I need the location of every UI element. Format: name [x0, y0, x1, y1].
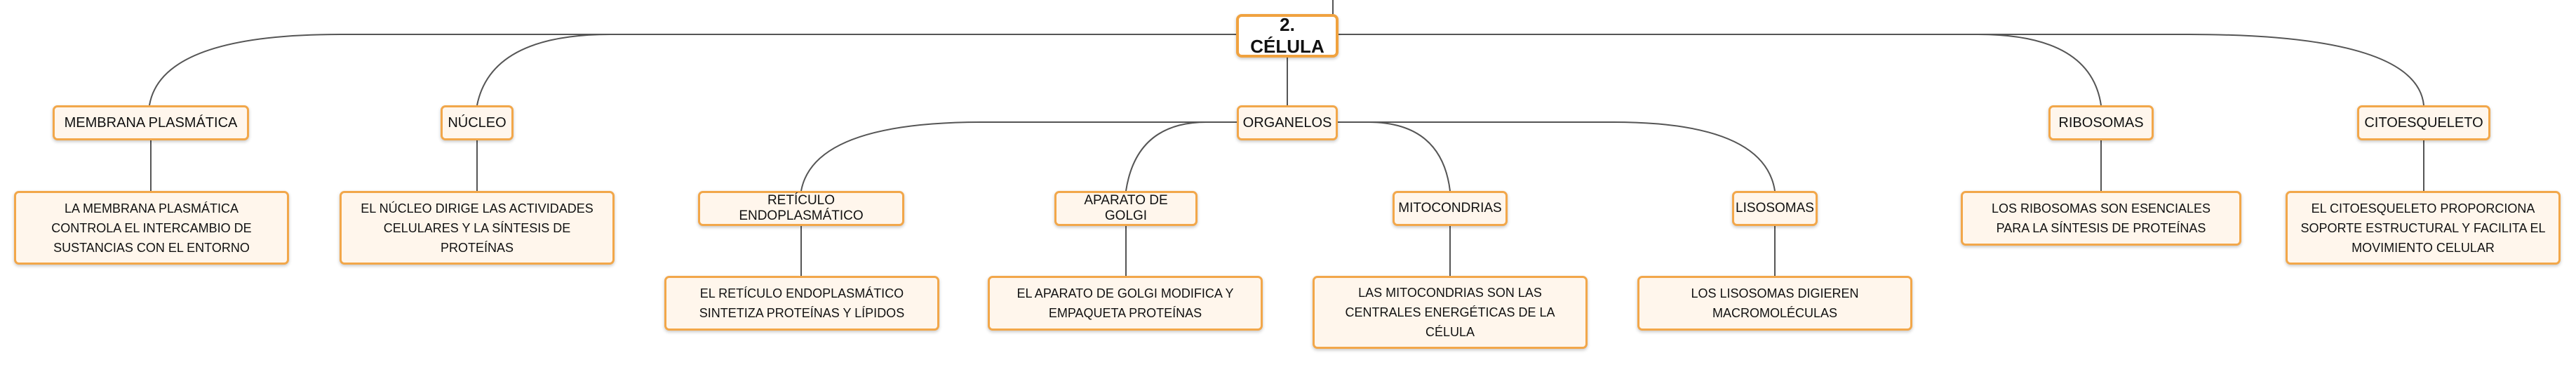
topic-ribosomas[interactable]: RIBOSOMAS [2048, 105, 2154, 140]
root-node[interactable]: 2. CÉLULA [1236, 14, 1339, 58]
desc-mitocondrias[interactable]: LAS MITOCONDRIAS SON LAS CENTRALES ENERG… [1313, 276, 1588, 349]
topic-nucleo[interactable]: NÚCLEO [441, 105, 514, 140]
connector-line [800, 121, 1238, 192]
connector-line [1125, 121, 1238, 192]
desc-ribosomas[interactable]: LOS RIBOSOMAS SON ESENCIALES PARA LA SÍN… [1961, 191, 2241, 246]
connector-line [476, 34, 1237, 106]
connector-line [1336, 121, 1451, 192]
desc-aparato-de-golgi[interactable]: EL APARATO DE GOLGI MODIFICA Y EMPAQUETA… [988, 276, 1263, 331]
desc-lisosomas[interactable]: LOS LISOSOMAS DIGIEREN MACROMOLÉCULAS [1637, 276, 1912, 331]
subtopic-lisosomas[interactable]: LISOSOMAS [1732, 191, 1818, 226]
desc-nucleo[interactable]: EL NÚCLEO DIRIGE LAS ACTIVIDADES CELULAR… [340, 191, 615, 265]
connector-line [149, 34, 1237, 106]
connector-line [1338, 34, 2424, 106]
desc-reticulo-endoplasmatico[interactable]: EL RETÍCULO ENDOPLASMÁTICO SINTETIZA PRO… [664, 276, 939, 331]
desc-membrana-plasmatica[interactable]: LA MEMBRANA PLASMÁTICA CONTROLA EL INTER… [14, 191, 289, 265]
topic-citoesqueleto[interactable]: CITOESQUELETO [2357, 105, 2490, 140]
topic-organelos[interactable]: ORGANELOS [1237, 105, 1338, 140]
topic-membrana-plasmatica[interactable]: MEMBRANA PLASMÁTICA [53, 105, 249, 140]
subtopic-mitocondrias[interactable]: MITOCONDRIAS [1393, 191, 1508, 226]
connector-line [1338, 34, 2102, 106]
subtopic-reticulo-endoplasmatico[interactable]: RETÍCULO ENDOPLASMÁTICO [698, 191, 904, 226]
connector-line [1336, 121, 1776, 192]
subtopic-aparato-de-golgi[interactable]: APARATO DE GOLGI [1054, 191, 1198, 226]
desc-citoesqueleto[interactable]: EL CITOESQUELETO PROPORCIONA SOPORTE EST… [2286, 191, 2561, 265]
